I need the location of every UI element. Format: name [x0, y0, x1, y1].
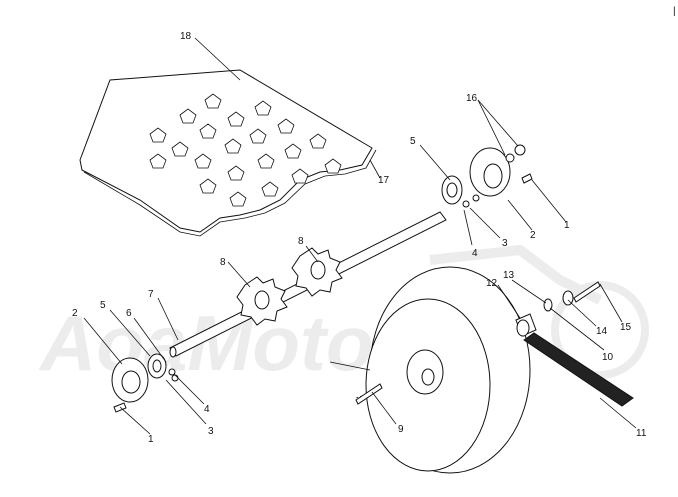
- callout-5-left: 5: [100, 300, 106, 311]
- sprocket-left: [236, 276, 288, 326]
- callout-2-left: 2: [72, 308, 78, 319]
- callout-3-right: 3: [502, 238, 508, 249]
- callout-5-right: 5: [410, 136, 416, 147]
- corner-mark: |: [673, 6, 676, 17]
- wheel: [329, 266, 531, 474]
- callout-9: 9: [398, 424, 404, 435]
- callout-18: 18: [180, 31, 192, 42]
- left-flange: [111, 357, 149, 413]
- callout-4-left: 4: [204, 404, 210, 415]
- callout-6: 6: [126, 308, 132, 319]
- track-plate: [79, 69, 377, 237]
- left-bearing: [147, 353, 179, 382]
- callout-1-right: 1: [564, 220, 570, 231]
- callout-16: 16: [466, 93, 478, 104]
- callout-8-right: 8: [298, 236, 304, 247]
- axle-pin: [355, 383, 383, 405]
- spacer: [515, 313, 537, 337]
- callout-labels: 18 17 16 5 1 2 3 4 8 8 7 2 5 6 4 3 1 12 …: [72, 31, 647, 445]
- callout-1-left: 1: [148, 434, 154, 445]
- watermark-logo: AoaMoto: [38, 244, 649, 387]
- callout-7: 7: [148, 289, 154, 300]
- callout-13: 13: [503, 270, 515, 281]
- svg-text:AoaMoto: AoaMoto: [38, 299, 374, 387]
- right-small-parts: [462, 194, 480, 208]
- callout-4-right: 4: [472, 248, 478, 259]
- track-lugs: [149, 93, 342, 207]
- track-strip: [523, 332, 634, 407]
- sprocket-right: [291, 247, 343, 297]
- callout-10: 10: [602, 352, 614, 363]
- callout-11: 11: [636, 428, 647, 439]
- callout-17: 17: [378, 175, 390, 186]
- right-flange: [469, 144, 533, 197]
- callout-3-left: 3: [208, 426, 214, 437]
- callout-12: 12: [486, 278, 498, 289]
- callout-2-right: 2: [530, 230, 536, 241]
- callout-15: 15: [620, 322, 632, 333]
- bolt: [573, 281, 601, 303]
- right-bearing: [441, 175, 463, 205]
- callout-8-left: 8: [220, 257, 226, 268]
- leader-lines: [83, 37, 637, 435]
- callout-14: 14: [596, 326, 608, 337]
